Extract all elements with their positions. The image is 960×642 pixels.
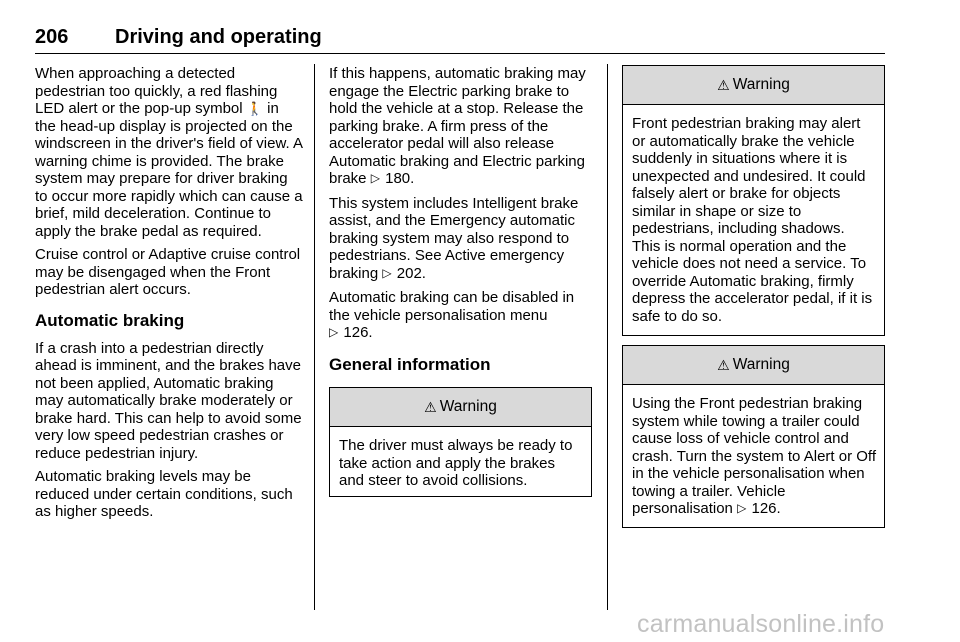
text: When approaching a detected pedestrian t… — [35, 65, 278, 117]
paragraph: If a crash into a pedestrian directly ah… — [35, 339, 302, 462]
warning-title: Warning — [732, 76, 790, 93]
reference-arrow-icon: ▷ — [370, 171, 380, 185]
warning-header: ⚠ Warning — [330, 388, 591, 427]
text: Using the Front pedestrian braking syste… — [632, 395, 876, 517]
warning-header: ⚠ Warning — [623, 66, 884, 105]
warning-triangle-icon: ⚠ — [424, 398, 437, 415]
paragraph: When approaching a detected pedestrian t… — [35, 65, 303, 240]
warning-text: The driver must always be ready to take … — [339, 437, 573, 489]
warning-triangle-icon: ⚠ — [717, 356, 730, 373]
page-number: 206 — [35, 26, 69, 48]
column-left: When approaching a detected pedestrian t… — [35, 65, 303, 527]
section-heading-general-information: General information — [329, 354, 491, 374]
paragraph: Automatic braking can be disabled in the… — [329, 289, 593, 343]
column-divider-1 — [314, 64, 315, 610]
warning-title: Warning — [439, 398, 497, 415]
page-reference-link[interactable]: 180. — [385, 170, 415, 187]
chapter-title: Driving and operating — [115, 26, 322, 48]
column-middle: If this happens, automatic braking may e… — [329, 65, 593, 384]
column-divider-2 — [607, 64, 608, 610]
warning-box-1: ⚠ Warning The driver must always be read… — [329, 387, 592, 497]
warning-title: Warning — [732, 356, 790, 373]
warning-header: ⚠ Warning — [623, 346, 884, 385]
page-reference-link[interactable]: 202. — [396, 264, 426, 282]
text: in the head-up display is projected on t… — [35, 100, 303, 240]
header-divider — [35, 53, 885, 54]
text: If this happens, automatic braking may e… — [329, 65, 586, 187]
reference-arrow-icon: ▷ — [737, 501, 747, 515]
text: Automatic braking can be disabled in the… — [329, 289, 575, 324]
warning-text: Using the Front pedestrian braking syste… — [623, 385, 884, 527]
warning-box-3: ⚠ Warning Using the Front pedestrian bra… — [622, 345, 885, 528]
paragraph: If this happens, automatic braking may e… — [329, 65, 593, 189]
page-header: 206 Driving and operating — [35, 26, 885, 52]
warning-text: Front pedestrian braking may alert or au… — [632, 115, 873, 325]
warning-box-2: ⚠ Warning Front pedestrian braking may a… — [622, 65, 885, 336]
text: This system includes Intelligent brake a… — [329, 194, 579, 282]
page-reference-link[interactable]: 126. — [751, 500, 781, 517]
reference-arrow-icon: ▷ — [329, 325, 339, 339]
section-heading-automatic-braking: Automatic braking — [35, 310, 185, 330]
warning-triangle-icon: ⚠ — [717, 76, 730, 93]
paragraph: Automatic braking levels may be reduced … — [35, 468, 293, 520]
reference-arrow-icon: ▷ — [382, 265, 392, 280]
pedestrian-icon: 🚶 — [246, 101, 263, 116]
watermark: carmanualsonline.info — [637, 610, 885, 638]
page-reference-link[interactable]: 126. — [343, 324, 373, 341]
paragraph: This system includes Intelligent brake a… — [329, 195, 593, 284]
paragraph: Cruise control or Adaptive cruise contro… — [35, 246, 301, 298]
